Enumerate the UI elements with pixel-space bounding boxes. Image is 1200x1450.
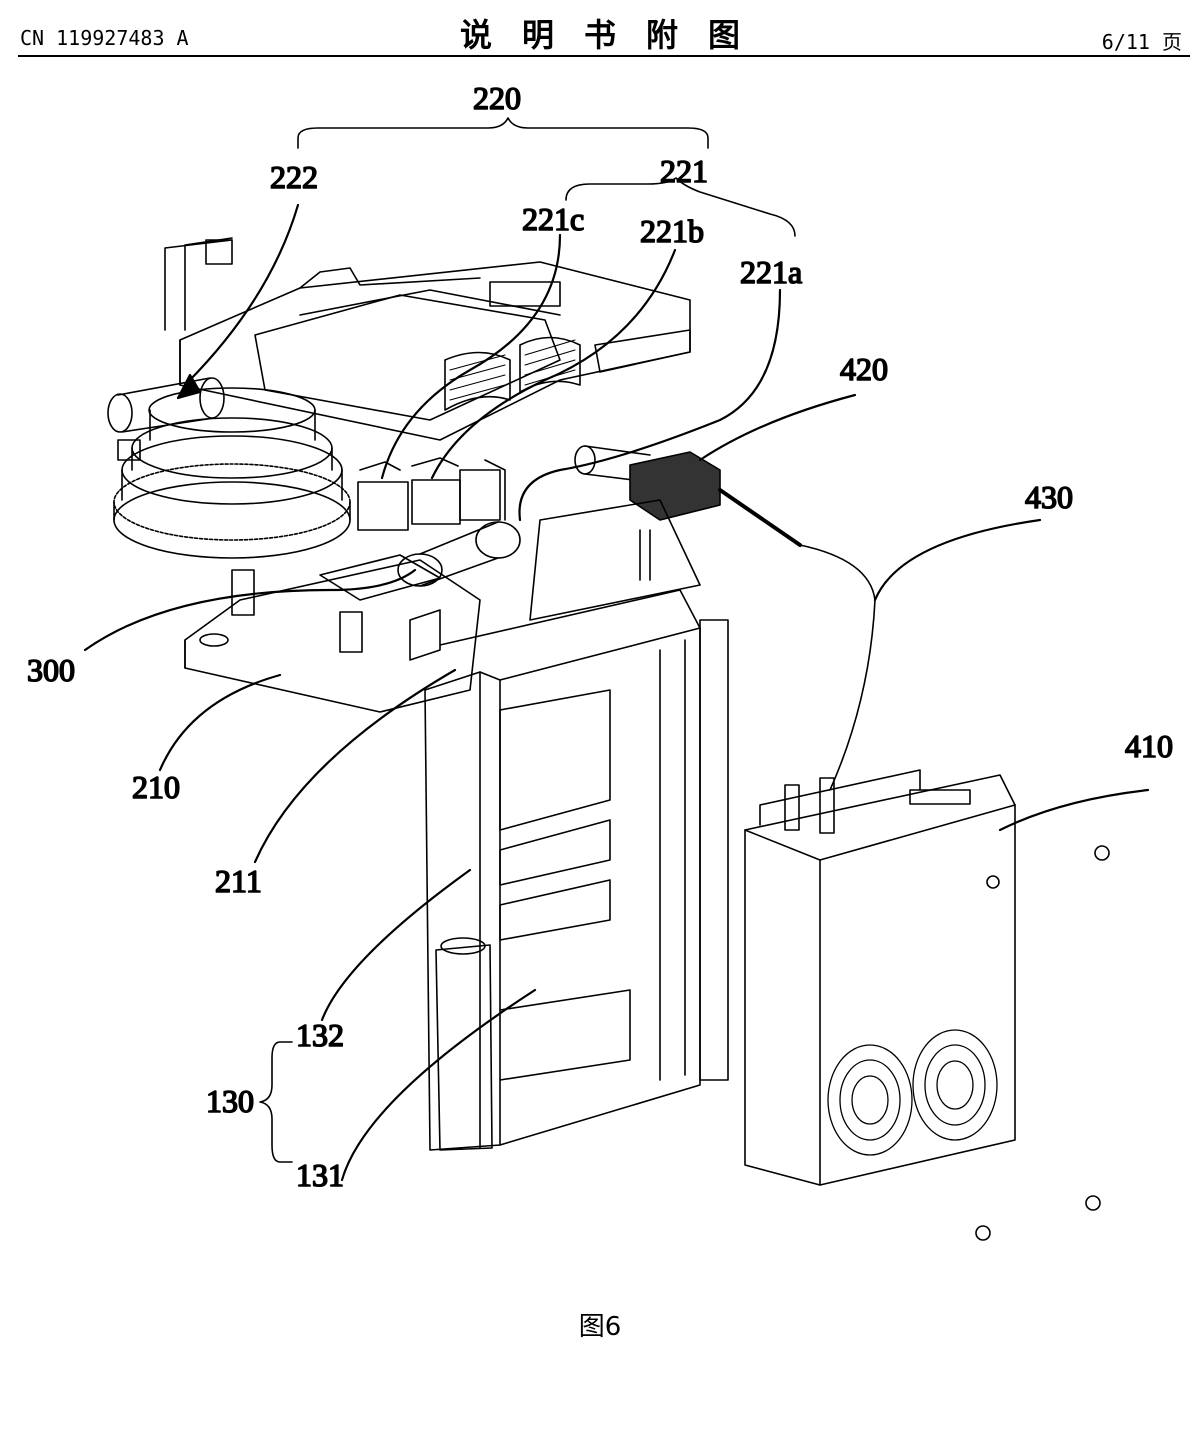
upper-plate-assembly	[179, 261, 691, 441]
cable-430	[799, 544, 876, 791]
label-210: 210	[132, 769, 180, 805]
brace-221	[565, 177, 796, 237]
label-430: 430	[1025, 479, 1073, 515]
label-410: 410	[1125, 728, 1173, 764]
label-420: 420	[840, 351, 888, 387]
page-header: CN 119927483 A 说明书附图 6/11 页	[0, 0, 1200, 60]
leader-lines	[83, 203, 1150, 1182]
label-221a: 221a	[740, 254, 802, 290]
optical-mount	[319, 521, 521, 601]
label-300: 300	[27, 652, 75, 688]
brace-130	[259, 1041, 293, 1163]
laser-module	[574, 445, 802, 547]
label-211: 211	[215, 863, 262, 899]
page-number: 6/11 页	[1101, 30, 1182, 54]
figure-caption: 图6	[578, 1312, 622, 1342]
controller-box	[744, 769, 1110, 1241]
section-title: 说明书附图	[459, 16, 770, 54]
turntable-assembly	[107, 237, 351, 559]
publication-number: CN 119927483 A	[20, 26, 189, 50]
label-221c: 221c	[522, 201, 584, 237]
label-130: 130	[206, 1083, 254, 1119]
label-220: 220	[473, 80, 521, 116]
label-222: 222	[270, 159, 318, 195]
label-132: 132	[296, 1017, 344, 1053]
brace-220	[297, 117, 709, 149]
label-131: 131	[296, 1157, 344, 1193]
vertical-frame	[424, 499, 729, 1151]
header-rule	[18, 55, 1190, 57]
label-221b: 221b	[640, 213, 704, 249]
label-221: 221	[660, 153, 708, 189]
sensor-modules	[357, 457, 506, 531]
